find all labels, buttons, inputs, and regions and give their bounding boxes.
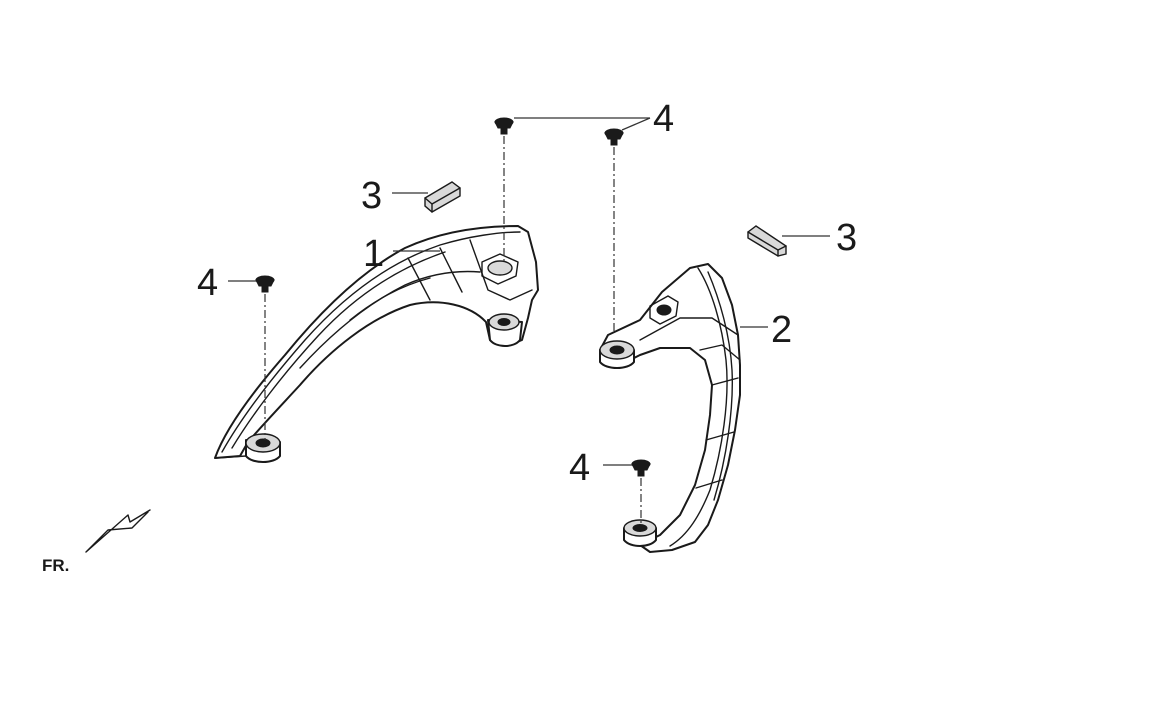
part-2-grab-rail-right <box>599 263 741 553</box>
front-label: FR. <box>42 556 69 575</box>
callout-4-bottom: 4 <box>569 447 590 489</box>
part-4-screw-left <box>255 275 275 293</box>
leader-lines <box>228 117 830 466</box>
part-1-grab-rail-left <box>214 225 539 463</box>
part-4-screw-top-left <box>494 117 514 135</box>
callout-4-top: 4 <box>653 98 674 140</box>
assembly-lines <box>264 136 642 524</box>
part-3-pad-right <box>747 225 787 257</box>
front-direction-marker: FR. <box>42 509 151 575</box>
callout-2: 2 <box>771 309 792 351</box>
callout-4-left: 4 <box>197 262 218 304</box>
callout-3-right: 3 <box>836 217 857 259</box>
part-4-screw-top-right <box>604 128 624 146</box>
front-arrow-icon <box>85 509 151 553</box>
callout-3-left: 3 <box>361 175 382 217</box>
callout-1: 1 <box>363 233 384 275</box>
part-4-screw-bottom <box>631 459 651 477</box>
part-3-pad-left <box>424 181 461 213</box>
